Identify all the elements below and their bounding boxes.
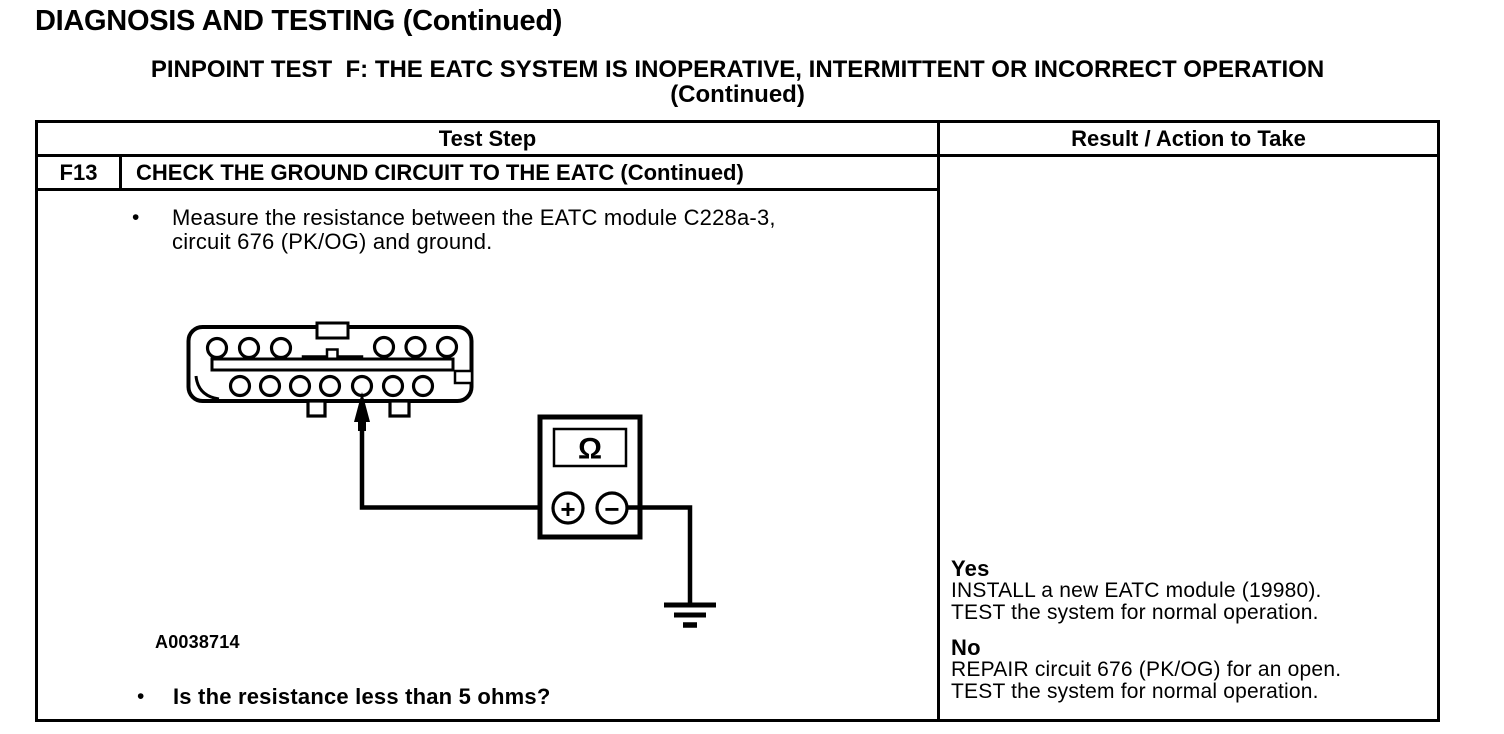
ground-symbol-icon — [664, 602, 716, 628]
connector-side-notch — [453, 369, 474, 385]
ohm-symbol: Ω — [578, 433, 602, 466]
positive-lead-wire — [359, 431, 553, 510]
test-probe-icon — [354, 392, 370, 431]
connector-bottom-tab-left — [306, 399, 327, 418]
connector-key-tab — [301, 348, 364, 360]
yes-action-line-2: TEST the system for normal operation. — [951, 601, 1319, 624]
eatc-connector-icon — [186, 321, 474, 418]
connector-top-pins — [205, 335, 459, 360]
bullet-icon: • — [132, 206, 140, 229]
test-step-column: Test Step F13 CHECK THE GROUND CIRCUIT T… — [38, 123, 937, 719]
result-header: Result / Action to Take — [940, 123, 1437, 157]
subtitle-line-2: (Continued) — [670, 81, 805, 108]
minus-sign: − — [604, 494, 619, 524]
page-title: DIAGNOSIS AND TESTING (Continued) — [35, 5, 563, 37]
pinpoint-test-table: Test Step F13 CHECK THE GROUND CIRCUIT T… — [35, 120, 1440, 722]
step-instruction: Measure the resistance between the EATC … — [172, 206, 776, 254]
step-id-cell: F13 — [38, 157, 122, 188]
bullet-icon: • — [137, 685, 145, 708]
instruction-line-1: Measure the resistance between the EATC … — [172, 205, 776, 230]
negative-lead-wire — [627, 505, 693, 603]
subtitle-line-1: PINPOINT TEST F: THE EATC SYSTEM IS INOP… — [150, 56, 1325, 83]
ohmmeter-display — [552, 427, 628, 468]
yes-action-line-1: INSTALL a new EATC module (19980). — [951, 579, 1322, 602]
positive-terminal-icon — [551, 491, 585, 525]
measurement-diagram: Ω + − — [186, 321, 716, 628]
result-cell: Yes INSTALL a new EATC module (19980). T… — [940, 157, 1437, 719]
no-action-line-1: REPAIR circuit 676 (PK/OG) for an open. — [951, 658, 1342, 681]
instruction-line-2: circuit 676 (PK/OG) and ground. — [172, 229, 493, 254]
plus-sign: + — [560, 494, 575, 524]
no-label: No — [951, 635, 981, 660]
pinpoint-test-subtitle: PINPOINT TEST F: THE EATC SYSTEM IS INOP… — [35, 57, 1440, 107]
connector-slot — [210, 357, 455, 372]
ohmmeter-icon: Ω + − — [537, 414, 643, 540]
figure-id: A0038714 — [155, 632, 240, 652]
step-content-cell: • Measure the resistance between the EAT… — [38, 191, 937, 719]
yes-label: Yes — [951, 556, 990, 581]
result-column: Result / Action to Take Yes INSTALL a ne… — [937, 123, 1437, 719]
connector-corner-detail — [194, 375, 220, 401]
test-step-header: Test Step — [38, 123, 937, 157]
step-title-cell: CHECK THE GROUND CIRCUIT TO THE EATC (Co… — [136, 159, 744, 185]
connector-bottom-tab-right — [388, 399, 411, 418]
connector-top-notch — [315, 321, 350, 340]
step-question: Is the resistance less than 5 ohms? — [173, 684, 551, 709]
no-action-line-2: TEST the system for normal operation. — [951, 680, 1319, 703]
step-title-row: F13 CHECK THE GROUND CIRCUIT TO THE EATC… — [38, 157, 937, 191]
